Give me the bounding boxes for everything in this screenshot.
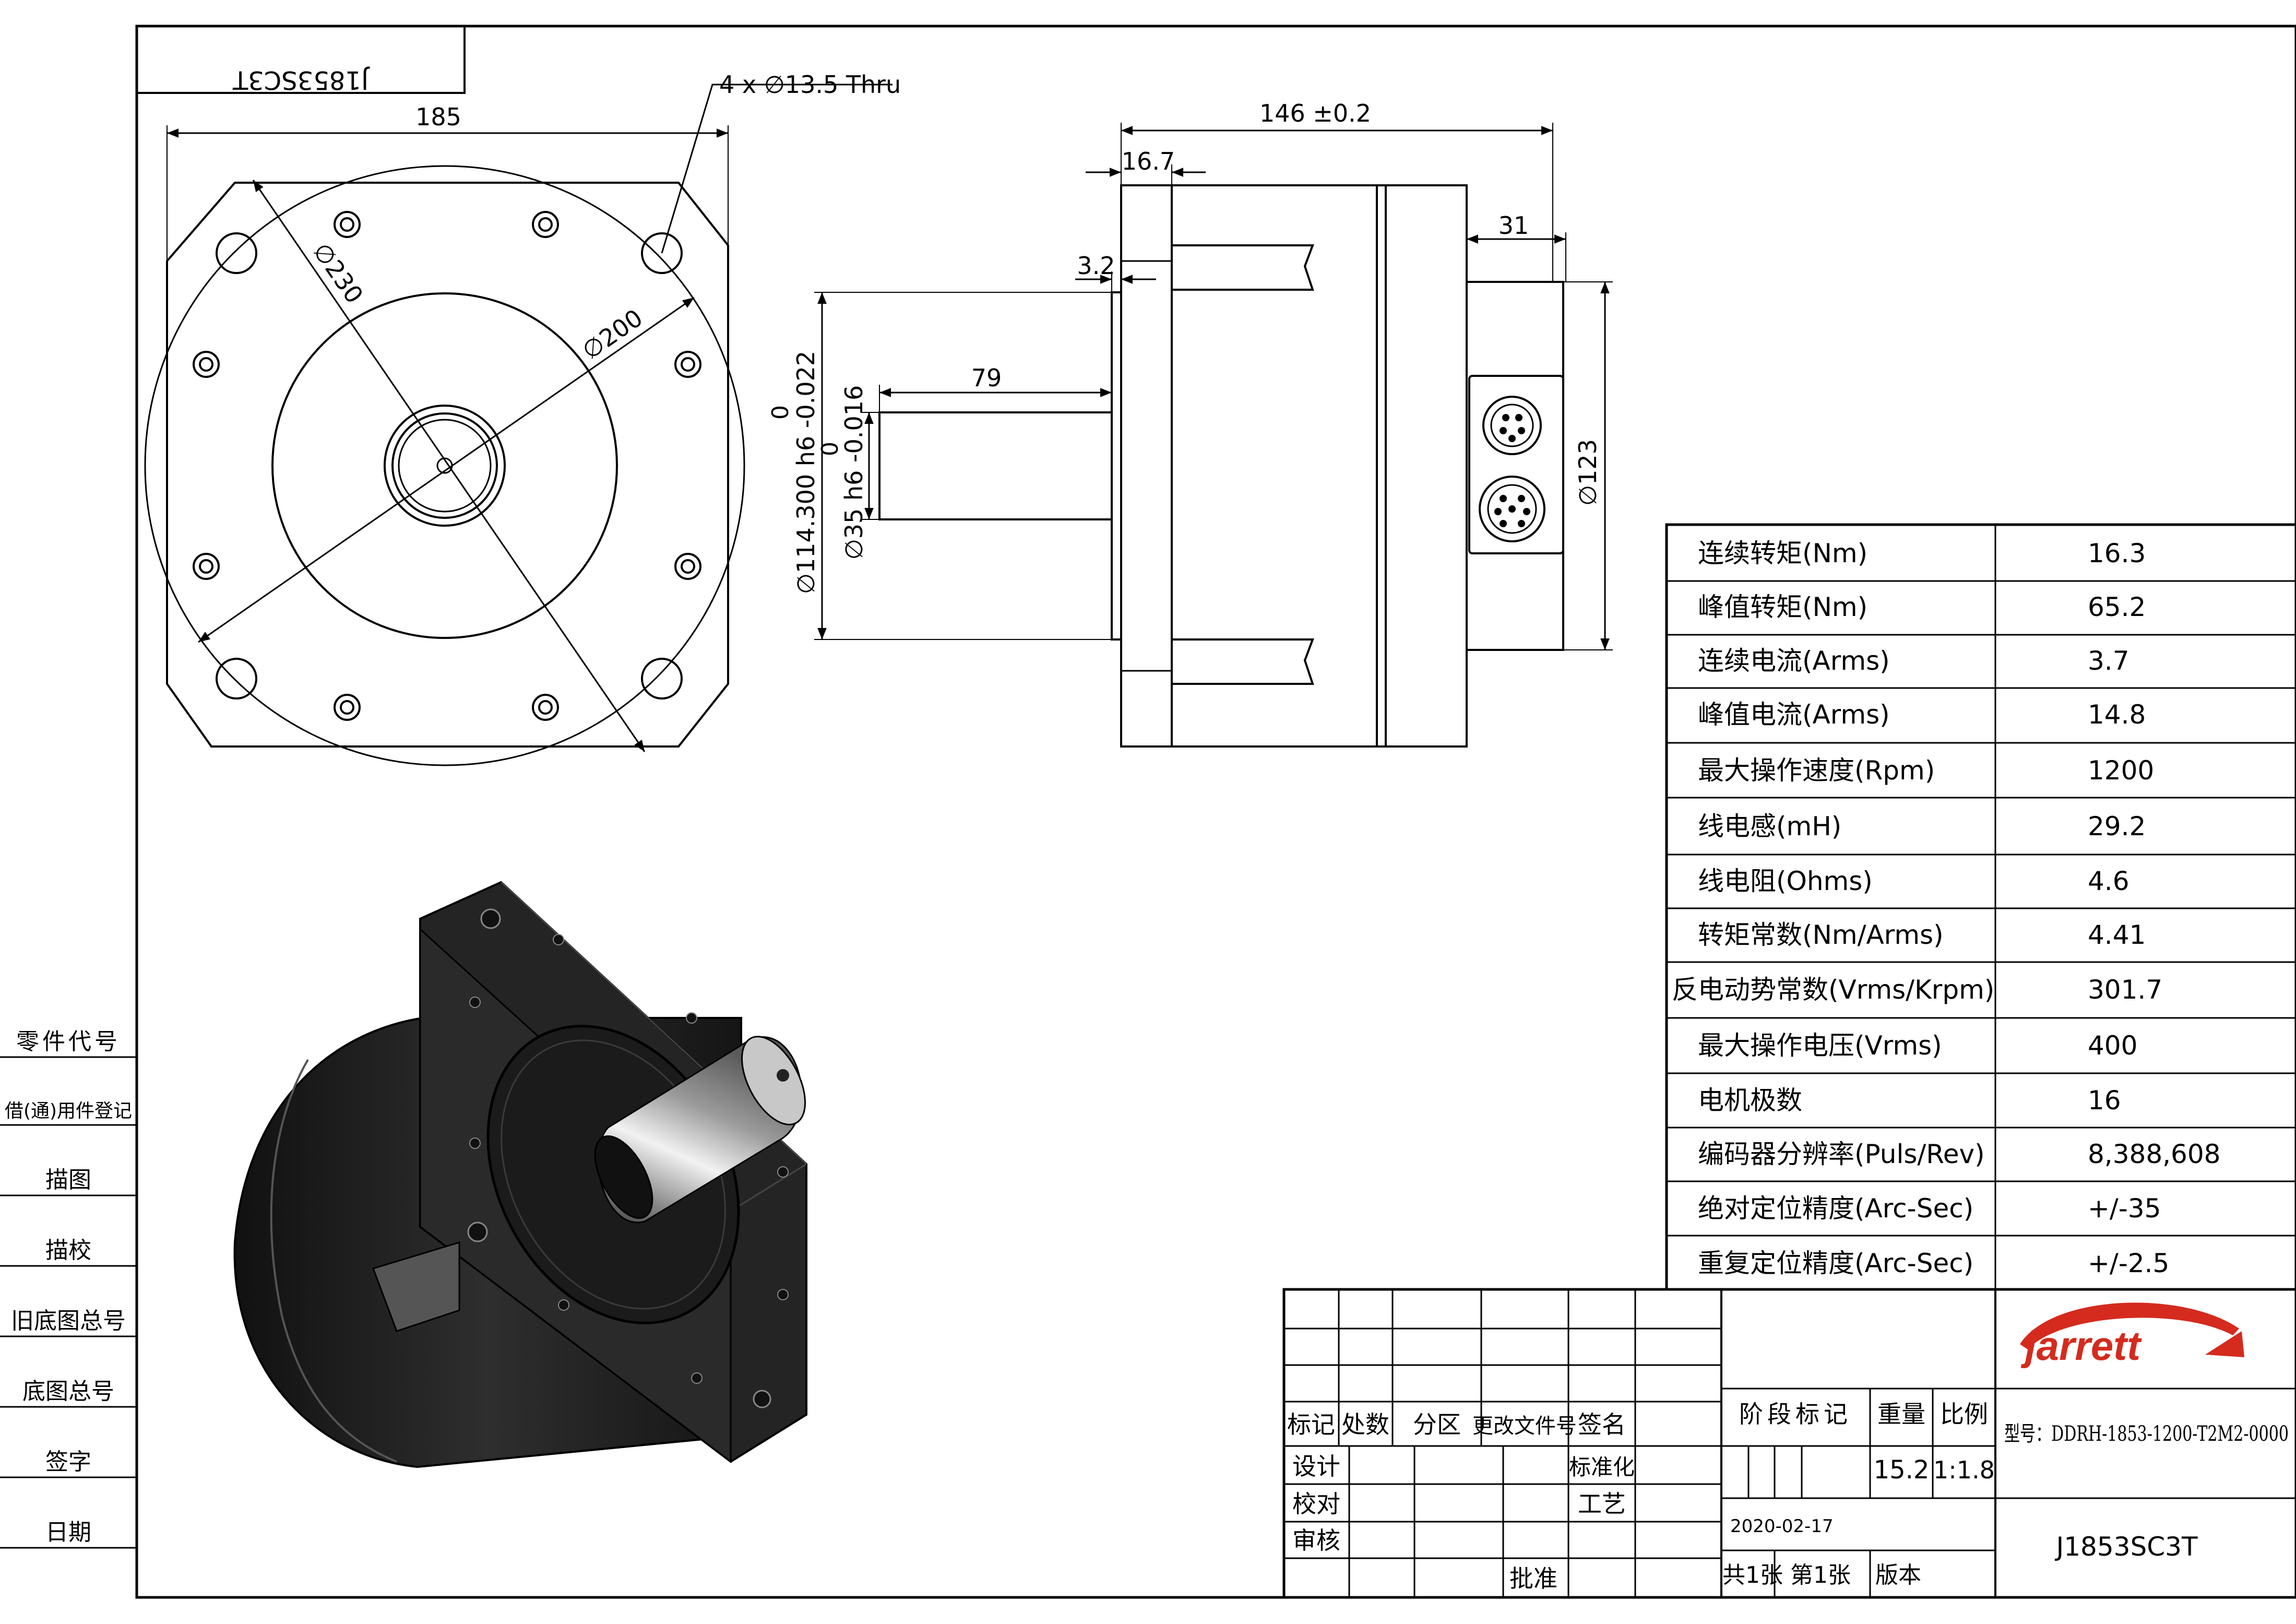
spec-label: 最大操作速度(Rpm) bbox=[1698, 755, 1935, 786]
rev-header-signature: 签名 bbox=[1578, 1410, 1626, 1439]
spec-value: 16 bbox=[2088, 1085, 2121, 1116]
spec-value: 400 bbox=[2088, 1030, 2137, 1061]
spec-label: 峰值电流(Arms) bbox=[1698, 700, 1890, 730]
brand-name: jarrett bbox=[2020, 1323, 2142, 1369]
label-check: 校对 bbox=[1292, 1490, 1340, 1518]
spec-value: 8,388,608 bbox=[2088, 1139, 2220, 1169]
spec-value: 14.8 bbox=[2088, 700, 2146, 730]
front-view bbox=[144, 84, 893, 766]
spec-value: 4.6 bbox=[2088, 866, 2130, 896]
date-value: 2020-02-17 bbox=[1730, 1516, 1834, 1537]
dim-pilot-step: 3.2 bbox=[1077, 252, 1115, 280]
bolt bbox=[334, 211, 361, 238]
front-view-bolts bbox=[193, 211, 701, 721]
dim-shaft-dia: ∅35 h6 -0.016 bbox=[840, 385, 868, 560]
scale-value: 1:1.8 bbox=[1933, 1456, 1995, 1484]
dim-dia-123: ∅123 bbox=[1574, 439, 1602, 506]
label-review: 审核 bbox=[1292, 1526, 1340, 1555]
side-part-code: 零件代号 bbox=[16, 1028, 121, 1055]
dim-mount-holes: 4 x ∅13.5 Thru bbox=[719, 70, 901, 99]
spec-label: 连续转矩(Nm) bbox=[1698, 538, 1867, 568]
spec-label: 重复定位精度(Arc-Sec) bbox=[1698, 1248, 1973, 1278]
drawing-frame bbox=[135, 25, 2296, 1599]
label-approve: 批准 bbox=[1509, 1564, 1557, 1593]
spec-value: 29.2 bbox=[2088, 811, 2146, 841]
spec-value: 4.41 bbox=[2088, 920, 2146, 950]
bolt bbox=[193, 351, 220, 378]
bolt bbox=[674, 351, 701, 378]
label-design: 设计 bbox=[1292, 1452, 1340, 1480]
rev-header-mark: 标记 bbox=[1287, 1410, 1335, 1439]
bolt bbox=[674, 553, 701, 580]
side-view-dimensions bbox=[814, 123, 1613, 650]
title-block: 标记 处数 分区 更改文件号 签名 设计 标准化 校对 工艺 审核 批准 阶段标… bbox=[1287, 1302, 2289, 1593]
rev-header-count: 处数 bbox=[1341, 1410, 1389, 1439]
spec-label: 编码器分辨率(Puls/Rev) bbox=[1698, 1139, 1985, 1169]
dim-pilot-dia: ∅114.300 h6 -0.022 bbox=[792, 351, 820, 594]
dim-flange-thickness: 16.7 bbox=[1122, 147, 1175, 175]
jarrett-logo: jarrett bbox=[2020, 1302, 2244, 1369]
motor-3d-render bbox=[233, 881, 807, 1468]
side-signature: 签字 bbox=[45, 1449, 91, 1475]
spec-label: 电机极数 bbox=[1698, 1085, 1802, 1116]
spec-label: 线电阻(Ohms) bbox=[1698, 866, 1873, 896]
side-trace-check: 描校 bbox=[45, 1237, 91, 1264]
side-base-number: 底图总号 bbox=[22, 1378, 114, 1405]
label-standardize: 标准化 bbox=[1569, 1454, 1635, 1480]
rev-header-change-doc: 更改文件号 bbox=[1472, 1414, 1577, 1438]
bolt bbox=[532, 694, 559, 721]
side-view bbox=[878, 184, 1564, 748]
spec-table: 连续转矩(Nm) 16.3 峰值转矩(Nm) 65.2 连续电流(Arms) 3… bbox=[1672, 538, 2220, 1278]
dim-dia-200: ∅200 bbox=[577, 303, 648, 365]
motor-keyway-slot bbox=[372, 1241, 460, 1332]
label-stage-mark: 阶段标记 bbox=[1739, 1400, 1852, 1428]
side-date: 日期 bbox=[45, 1519, 91, 1546]
spec-label: 绝对定位精度(Arc-Sec) bbox=[1698, 1193, 1973, 1224]
spec-label: 转矩常数(Nm/Arms) bbox=[1698, 920, 1944, 950]
spec-label: 连续电流(Arms) bbox=[1698, 646, 1890, 676]
spec-value: 16.3 bbox=[2088, 538, 2146, 568]
connector-pins bbox=[1494, 414, 1530, 527]
weight-value: 15.2 bbox=[1874, 1455, 1930, 1485]
bolt bbox=[532, 211, 559, 238]
spec-label: 峰值转矩(Nm) bbox=[1698, 592, 1867, 622]
drawing-number: J1853SC3T bbox=[2055, 1532, 2198, 1562]
spec-value: +/-2.5 bbox=[2088, 1248, 2169, 1278]
spec-value: 1200 bbox=[2088, 755, 2154, 786]
spec-table-grid bbox=[1665, 523, 2296, 1291]
dim-overall-length: 146 ±0.2 bbox=[1259, 99, 1371, 127]
title-block-grid bbox=[1282, 1288, 2296, 1599]
spec-value: 3.7 bbox=[2088, 646, 2130, 676]
dim-overall-width: 185 bbox=[415, 103, 461, 131]
spec-value: 65.2 bbox=[2088, 592, 2146, 622]
dim-connector-depth: 31 bbox=[1498, 211, 1529, 240]
label-weight: 重量 bbox=[1877, 1400, 1925, 1428]
dim-shaft-length: 79 bbox=[971, 364, 1002, 392]
rev-header-zone: 分区 bbox=[1413, 1410, 1461, 1439]
spec-label: 线电感(mH) bbox=[1698, 811, 1841, 841]
side-column bbox=[0, 1056, 137, 1549]
side-borrow-register: 借(通)用件登记 bbox=[5, 1100, 132, 1122]
spec-label: 最大操作电压(Vrms) bbox=[1698, 1030, 1942, 1061]
label-version: 版本 bbox=[1875, 1562, 1921, 1589]
label-process: 工艺 bbox=[1578, 1490, 1626, 1518]
spec-value: 301.7 bbox=[2088, 975, 2162, 1005]
dim-pilot-tolerance: 0 bbox=[767, 405, 794, 420]
bolt bbox=[334, 694, 361, 721]
spec-label: 反电动势常数(Vrms/Krpm) bbox=[1672, 975, 1994, 1005]
side-trace: 描图 bbox=[45, 1167, 91, 1193]
bolt bbox=[193, 553, 220, 580]
label-scale: 比例 bbox=[1940, 1400, 1988, 1428]
model-label: 型号：DDRH-1853-1200-T2M2-0000 bbox=[2004, 1422, 2289, 1446]
dim-shaft-tolerance: 0 bbox=[817, 442, 843, 456]
spec-value: +/-35 bbox=[2088, 1193, 2161, 1224]
side-old-base-number: 旧底图总号 bbox=[11, 1308, 126, 1334]
drawing-number-mirrored: J1853SC3T bbox=[232, 65, 370, 94]
sheet-count: 共1张 第1张 bbox=[1722, 1562, 1851, 1589]
